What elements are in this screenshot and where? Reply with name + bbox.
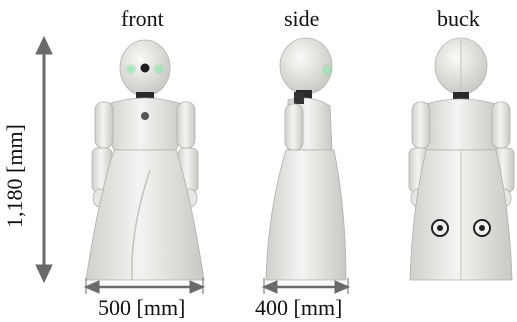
side-width-label: 400 [mm] bbox=[255, 295, 343, 320]
front-width-arrow bbox=[83, 278, 206, 294]
robot-side-view bbox=[265, 37, 347, 281]
robot-back-view bbox=[408, 37, 515, 281]
front-width-label: 500 [mm] bbox=[98, 295, 186, 320]
back-view-label: buck bbox=[437, 6, 480, 31]
side-view-label: side bbox=[284, 6, 320, 31]
robot-front-view bbox=[85, 39, 205, 281]
front-view-label: front bbox=[121, 6, 164, 31]
height-arrow bbox=[35, 35, 53, 284]
side-width-arrow bbox=[261, 278, 351, 294]
